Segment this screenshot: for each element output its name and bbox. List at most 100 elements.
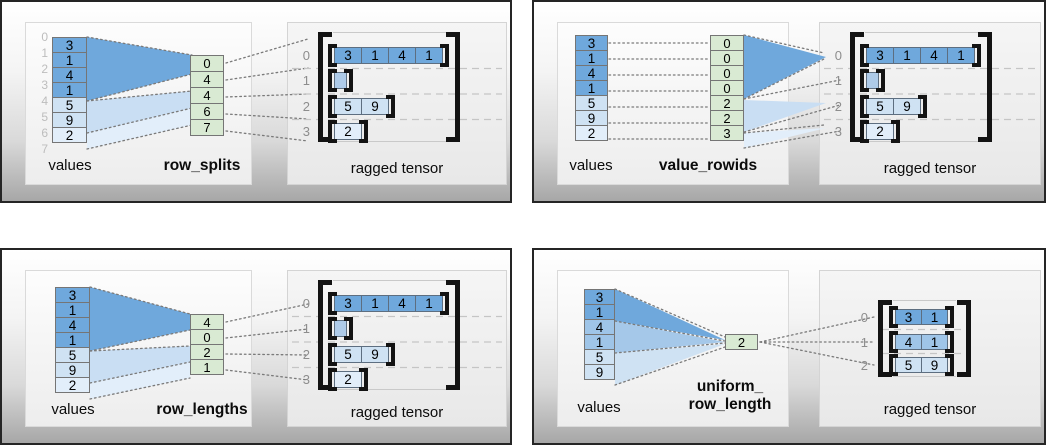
method-cell: 0 <box>710 35 744 51</box>
ragged-cell: 4 <box>920 47 948 64</box>
method-cell: 2 <box>725 334 758 350</box>
row-open-bracket-icon <box>889 306 898 328</box>
ragged-cell: 9 <box>361 346 389 363</box>
row-close-bracket-icon <box>359 120 368 143</box>
method-cell: 0 <box>710 80 744 96</box>
value-cell: 1 <box>575 50 608 66</box>
value-cell: 9 <box>575 110 608 126</box>
value-index-label: 3 <box>41 78 48 92</box>
value-index-label: 7 <box>41 142 48 156</box>
row-index-label: 2 <box>302 99 310 114</box>
values-label: values <box>569 157 613 174</box>
row-index-label: 3 <box>302 124 310 139</box>
method-cell: 0 <box>710 50 744 66</box>
value-cell: 1 <box>55 302 90 318</box>
method-cell: 2 <box>190 344 224 360</box>
value-cell: 1 <box>52 52 87 68</box>
method-cell: 1 <box>190 359 224 375</box>
value-cell: 5 <box>575 95 608 111</box>
right-bracket-icon <box>446 280 460 390</box>
row-close-bracket-icon <box>972 44 981 67</box>
row-open-bracket-icon <box>860 120 869 143</box>
right-bracket-icon <box>957 300 971 377</box>
ragged-cell: 1 <box>893 47 921 64</box>
row-index-label: 1 <box>834 73 842 88</box>
ragged-tensor-label: ragged tensor <box>883 160 977 177</box>
value-cell: 3 <box>55 287 90 303</box>
ragged-cell: 1 <box>361 47 389 64</box>
row-close-bracket-icon <box>359 368 368 391</box>
ragged-cell: 9 <box>921 357 948 373</box>
value-index-label: 6 <box>41 126 48 140</box>
right-bracket-icon <box>446 32 460 142</box>
empty-row-stub <box>334 72 347 89</box>
left-bracket-icon <box>850 32 864 142</box>
ragged-cell: 1 <box>415 47 443 64</box>
row-close-bracket-icon <box>876 69 885 92</box>
row-index-label: 0 <box>302 296 310 311</box>
row-open-bracket-icon <box>328 69 337 92</box>
value-index-label: 0 <box>41 30 48 44</box>
ragged-cell: 1 <box>921 334 948 350</box>
ragged-tensor-label: ragged tensor <box>350 160 444 177</box>
value-cell: 5 <box>55 347 90 363</box>
value-cell: 9 <box>584 364 615 380</box>
ragged-cell: 1 <box>361 295 389 312</box>
method-label: row_lengths <box>156 401 248 418</box>
ragged-cell: 5 <box>334 98 362 115</box>
ragged-row: 2 <box>328 120 368 143</box>
method-cell: 0 <box>190 55 224 72</box>
row-open-bracket-icon <box>860 44 869 67</box>
ragged-tensor-label: ragged tensor <box>350 404 444 421</box>
method-cell: 6 <box>190 103 224 120</box>
value-cell: 4 <box>575 65 608 81</box>
row-close-bracket-icon <box>891 120 900 143</box>
row-index-label: 1 <box>302 73 310 88</box>
method-cell: 4 <box>190 71 224 88</box>
ragged-cell: 3 <box>866 47 894 64</box>
value-cell: 2 <box>575 125 608 141</box>
ragged-cell: 3 <box>334 47 362 64</box>
value-cell: 4 <box>584 319 615 335</box>
ragged-cell: 9 <box>361 98 389 115</box>
row-open-bracket-icon <box>889 354 898 376</box>
method-cell: 3 <box>710 125 744 141</box>
value-cell: 3 <box>584 289 615 305</box>
row-open-bracket-icon <box>328 292 337 315</box>
empty-row-stub <box>866 72 879 89</box>
values-label: values <box>48 157 92 174</box>
row-index-label: 2 <box>302 347 310 362</box>
row-close-bracket-icon <box>440 292 449 315</box>
ragged-row-empty <box>860 69 885 92</box>
row-index-label: 3 <box>302 372 310 387</box>
row-close-bracket-icon <box>945 331 954 353</box>
ragged-cell: 9 <box>893 98 921 115</box>
ragged-tensor-label: ragged tensor <box>883 401 977 418</box>
row-open-bracket-icon <box>328 44 337 67</box>
ragged-cell: 2 <box>866 123 894 140</box>
row-close-bracket-icon <box>440 44 449 67</box>
ragged-cell: 3 <box>334 295 362 312</box>
method-cell: 2 <box>710 110 744 126</box>
ragged-row: 2 <box>328 368 368 391</box>
row-close-bracket-icon <box>344 69 353 92</box>
row-open-bracket-icon <box>328 120 337 143</box>
row-close-bracket-icon <box>918 95 927 118</box>
row-open-bracket-icon <box>860 69 869 92</box>
method-label-line1: uniform_ <box>696 378 764 395</box>
row-index-label: 1 <box>860 335 868 350</box>
ragged-cell: 2 <box>334 371 362 388</box>
values-label: values <box>51 401 95 418</box>
